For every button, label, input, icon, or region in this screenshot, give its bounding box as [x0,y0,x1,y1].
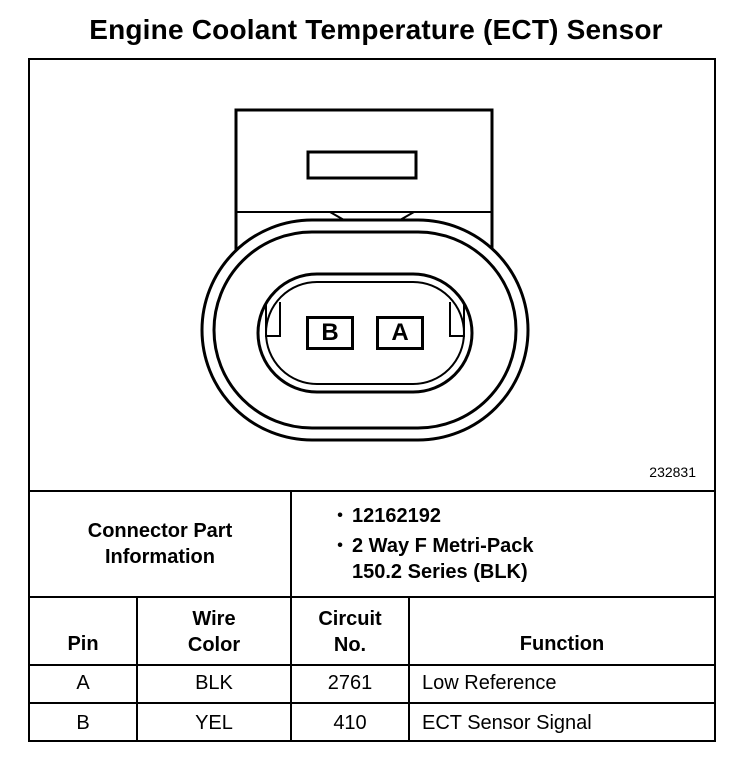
table-row-a-wire-color: BLK [195,672,233,694]
table-row-b-function: ECT Sensor Signal [422,712,592,734]
list-item: • 12162192 [337,505,441,527]
divider [30,702,714,704]
divider [136,596,138,742]
part-number: 12162192 [352,505,441,527]
table-row-b-circuit: 410 [333,712,367,734]
pin-b-label: B [306,316,354,350]
list-item: • 2 Way F Metri-Pack 150.2 Series (BLK) [337,535,534,583]
part-info-label: Connector Part Information [87,520,233,568]
divider [30,596,714,598]
pin-a-label: A [376,316,424,350]
connector-type: 2 Way F Metri-Pack 150.2 Series (BLK) [352,535,534,583]
divider [290,490,292,742]
header-wire-color: Wire Color [187,608,241,656]
table-row-a-function: Low Reference [422,672,557,694]
connector-diagram: B A 232831 [30,60,714,492]
table-row-a-pin: A [76,672,90,694]
table-row-a-circuit: 2761 [327,672,373,694]
header-function: Function [519,633,605,655]
divider [30,664,714,666]
page-title: Engine Coolant Temperature (ECT) Sensor [89,14,663,45]
divider [30,490,714,492]
divider [408,596,410,742]
table-row-b-wire-color: YEL [195,712,233,734]
diagram-frame: B A 232831 Connector Part Information • … [28,58,716,742]
part-info-list: • 12162192 • 2 Way F Metri-Pack 150.2 Se… [328,503,534,589]
header-pin: Pin [67,633,99,655]
figure-number: 232831 [649,464,696,480]
table-row-b-pin: B [76,712,90,734]
connector-drawing [200,108,530,442]
header-circuit-no: Circuit No. [318,608,382,656]
